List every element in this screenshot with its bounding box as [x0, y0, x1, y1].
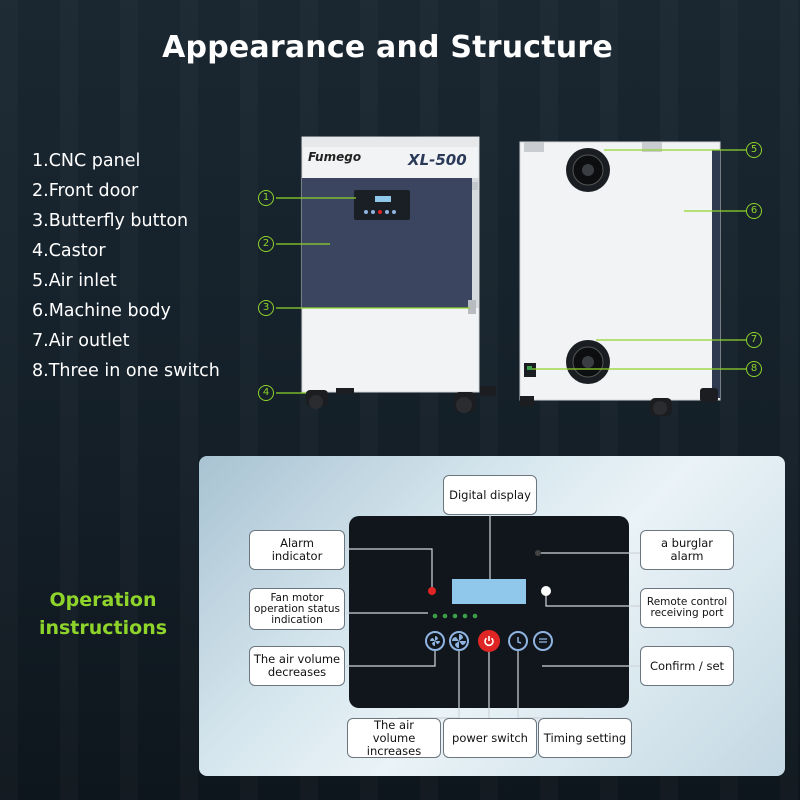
- part-item-air-outlet: 7.Air outlet: [32, 331, 130, 351]
- callout-7: 7: [746, 332, 762, 348]
- parts-list: 1.CNC panel 2.Front door 3.Butterfly but…: [32, 146, 220, 386]
- part-item-air-inlet: 5.Air inlet: [32, 271, 117, 291]
- confirm-set-button[interactable]: [533, 631, 553, 651]
- control-console: [349, 516, 629, 708]
- callout-3: 3: [258, 300, 274, 316]
- model-name: XL-500: [408, 151, 467, 169]
- callout-lines: [276, 149, 746, 394]
- power-icon: [484, 636, 494, 647]
- fan-large-icon: [452, 634, 466, 648]
- clock-icon: [517, 637, 522, 644]
- callout-8: 8: [746, 361, 762, 377]
- label-power-switch: power switch: [443, 718, 537, 758]
- butterfly-button: [468, 300, 476, 314]
- label-air-decrease: The air volume decreases: [249, 646, 345, 686]
- callout-1: 1: [258, 190, 274, 206]
- rear-machine: [519, 141, 721, 416]
- label-timing-setting: Timing setting: [538, 718, 632, 758]
- part-item-front-door: 2.Front door: [32, 181, 139, 201]
- castor-wheels: [306, 386, 496, 413]
- operation-instructions-title: Operation instructions: [38, 589, 168, 639]
- label-fan-status: Fan motor operation status indication: [249, 588, 345, 630]
- air-decrease-button[interactable]: [425, 631, 445, 651]
- front-machine: [301, 136, 496, 413]
- timing-button[interactable]: [508, 631, 528, 651]
- brand-logo-text: Fumego: [308, 150, 362, 164]
- label-air-increase: The air volume increases: [347, 718, 441, 758]
- air-increase-button[interactable]: [449, 631, 469, 651]
- part-item-cnc-panel: 1.CNC panel: [32, 151, 141, 171]
- power-button[interactable]: [478, 630, 500, 652]
- machine-illustration: [276, 136, 746, 416]
- callout-2: 2: [258, 236, 274, 252]
- page-title: Appearance and Structure: [162, 30, 613, 65]
- label-confirm-set: Confirm / set: [640, 646, 734, 686]
- fan-small-icon: [430, 636, 440, 646]
- part-item-butterfly-button: 3.Butterfly button: [32, 211, 189, 231]
- label-digital-display: Digital display: [443, 475, 537, 515]
- confirm-lines-icon: [539, 638, 547, 643]
- part-item-machine-body: 6.Machine body: [32, 301, 171, 321]
- cnc-panel: [354, 190, 410, 220]
- digital-display-screen: [452, 579, 526, 604]
- callout-4: 4: [258, 385, 274, 401]
- part-item-castor: 4.Castor: [32, 241, 106, 261]
- callout-5: 5: [746, 142, 762, 158]
- part-item-switch: 8.Three in one switch: [32, 361, 220, 381]
- label-burglar-alarm: a burglar alarm: [640, 530, 734, 570]
- label-remote-port: Remote control receiving port: [640, 588, 734, 628]
- label-alarm-indicator: Alarm indicator: [249, 530, 345, 570]
- callout-6: 6: [746, 203, 762, 219]
